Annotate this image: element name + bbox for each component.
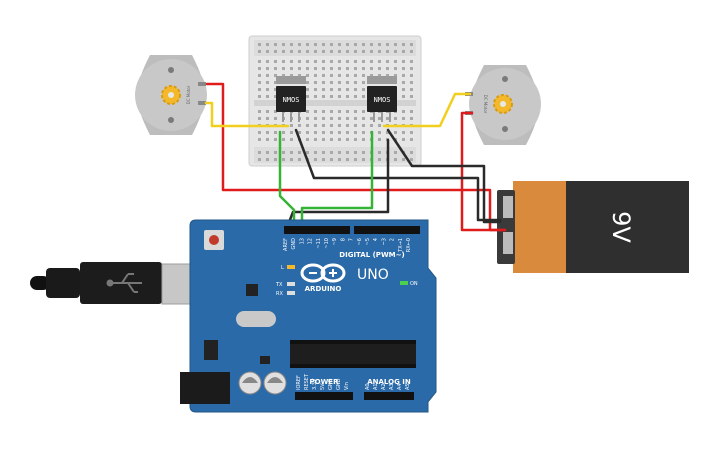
wire-yellow-left[interactable] [204, 101, 290, 128]
digital-pin-label: 8 [340, 238, 346, 241]
power-pin-label: Vin [344, 382, 350, 390]
digital-pin-label: ~9 [332, 238, 338, 245]
digital-header-right [354, 226, 420, 234]
digital-pin-label: ~6 [357, 238, 363, 245]
crystal [236, 311, 276, 327]
microcontroller-chip [290, 340, 416, 368]
digital-pin-label: RX←0 [406, 238, 412, 252]
digital-pin-label: 4 [373, 238, 379, 241]
motor-right[interactable]: DC Motor [465, 65, 541, 145]
battery-label: 9V [607, 211, 635, 243]
mosfet-left[interactable]: NMOS [276, 76, 306, 122]
wire-red-right[interactable] [460, 111, 507, 232]
digital-pin-label: 7 [349, 238, 355, 241]
analog-header-label: ANALOG IN [367, 378, 411, 386]
analog-pin-label: A2 [381, 383, 387, 390]
gear-icon [493, 94, 513, 114]
arduino-logo-icon [300, 263, 346, 283]
breadboard[interactable] [248, 35, 422, 167]
digital-pin-label: ~10 [324, 238, 330, 249]
digital-pin-label: TX→1 [398, 238, 404, 253]
mosfet-left-label: NMOS [283, 96, 300, 104]
model-label: UNO [357, 267, 389, 283]
motor-right-label: DC Motor [483, 95, 488, 114]
digital-pin-label: ~3 [381, 238, 387, 245]
mosfet-right[interactable]: NMOS [367, 76, 397, 122]
analog-pin-label: A3 [389, 383, 395, 390]
digital-pin-label: AREF [283, 238, 289, 251]
digital-pin-label: GND [291, 238, 297, 250]
brand-label: ARDUINO [305, 285, 342, 293]
power-pin-label: GND [336, 378, 342, 390]
digital-pin-label: 13 [299, 238, 305, 244]
digital-pin-label: ~11 [316, 238, 322, 249]
power-header-label: POWER [310, 378, 340, 386]
led-rx-label: RX [276, 291, 283, 297]
motor-left-label: DC Motor [186, 85, 191, 104]
power-jack[interactable] [180, 372, 230, 404]
mosfet-right-label: NMOS [374, 96, 391, 104]
usb-cable[interactable] [30, 262, 195, 305]
analog-pin-label: A1 [373, 383, 379, 390]
wire-green-pin12[interactable] [300, 130, 374, 232]
led-l-label: L [281, 265, 284, 271]
motor-left[interactable]: DC Motor [135, 55, 207, 135]
wire-yellow-right[interactable] [382, 92, 472, 128]
digital-header-label: DIGITAL (PWM~) [339, 251, 404, 259]
wire-black-left[interactable] [294, 128, 502, 222]
digital-pin-label: 12 [308, 238, 314, 244]
power-pin-label: 3.3V [312, 378, 318, 390]
digital-header-left [284, 226, 350, 234]
usb-icon [106, 273, 142, 293]
digital-pin-label: ~5 [365, 238, 371, 245]
led-on-label: ON [410, 281, 418, 287]
analog-pin-label: A4 [397, 383, 403, 390]
wire-black-right[interactable] [386, 128, 502, 224]
led-tx-label: TX [275, 282, 283, 288]
analog-pin-label: A0 [365, 383, 371, 390]
gear-icon [161, 85, 181, 105]
power-pin-label: RESET [304, 373, 310, 390]
battery-9v[interactable]: 9V [497, 181, 689, 273]
analog-pin-label: A5 [405, 383, 411, 390]
power-pin-label: 5V [320, 383, 326, 390]
power-pin-label: IOREF [296, 375, 302, 390]
digital-pin-label: 2 [390, 238, 396, 241]
power-pin-label: GND [328, 378, 334, 390]
